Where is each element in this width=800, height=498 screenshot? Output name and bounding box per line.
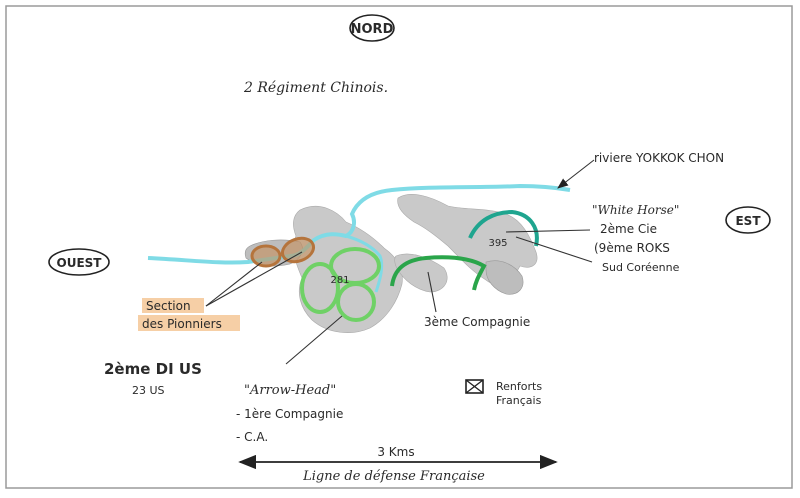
arrow-head-name: "Arrow-Head" — [244, 383, 336, 398]
enemy-regiment-label: 2 Régiment Chinois. — [243, 80, 388, 96]
reinforcements-label-line1: Renforts — [496, 380, 542, 393]
third-company-position — [390, 255, 487, 291]
reinforcements-label-line2: Français — [496, 394, 542, 407]
pioneers-label-line2: des Pionniers — [142, 317, 222, 331]
us-regiment-label: 23 US — [132, 384, 165, 397]
us-division-label: 2ème DI US — [104, 360, 202, 378]
pointer-lines — [205, 159, 595, 365]
river — [147, 183, 571, 293]
scale-bar: 3 Kms Ligne de défense Française — [238, 445, 558, 484]
white-horse-regiment: (9ème ROKS — [594, 241, 670, 255]
white-horse-company: 2ème Cie — [600, 222, 657, 236]
scale-distance: 3 Kms — [377, 445, 414, 459]
north-marker — [349, 14, 395, 42]
arrow-head-company: - 1ère Compagnie — [236, 407, 343, 421]
pioneers-positions — [250, 236, 315, 268]
pioneers-highlight-2 — [138, 315, 240, 331]
arrow-head-ca: - C.A. — [236, 430, 268, 444]
reinforcements-legend: Renforts Français — [465, 379, 542, 407]
pioneers-highlight — [142, 298, 204, 313]
hill-395-label: 395 — [488, 238, 507, 249]
reinforcements-symbol — [465, 379, 484, 394]
river-label: riviere YOKKOK CHON — [594, 151, 724, 165]
north-label: NORD — [351, 22, 394, 37]
east-marker — [725, 206, 771, 234]
west-marker — [48, 248, 110, 276]
hill-281-label: 281 — [330, 275, 349, 286]
west-label: OUEST — [57, 256, 103, 270]
map-border — [5, 5, 793, 489]
pioneers-label-line1: Section — [146, 299, 191, 313]
arrow-head-positions — [300, 247, 381, 322]
defense-line-caption: Ligne de défense Française — [302, 469, 485, 484]
third-company-label: 3ème Compagnie — [424, 315, 530, 329]
white-horse-country: Sud Coréenne — [602, 261, 680, 274]
east-label: EST — [735, 214, 761, 228]
white-horse-name: "White Horse" — [592, 203, 679, 217]
